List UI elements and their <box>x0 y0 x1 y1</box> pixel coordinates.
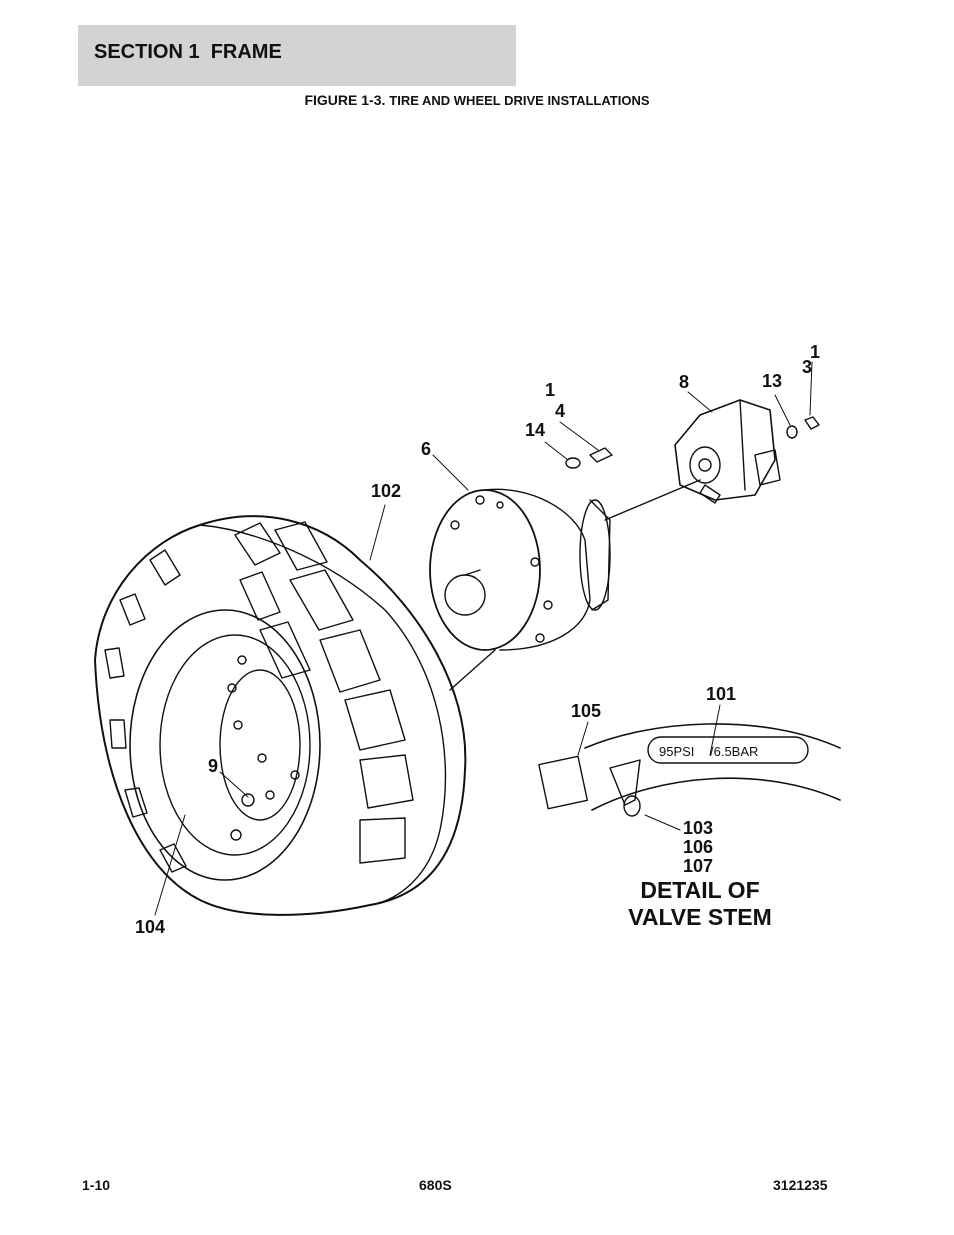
tire-illustration <box>94 515 467 916</box>
callout-101: 101 <box>706 684 736 704</box>
section-title: SECTION 1 FRAME <box>94 41 282 63</box>
washer-13 <box>786 425 798 439</box>
callout-14: 14 <box>525 420 545 440</box>
section-header: SECTION 1 FRAME <box>78 25 516 86</box>
callout-106: 106 <box>683 837 713 857</box>
footer-page-number: 1-10 <box>82 1177 111 1193</box>
callout-1-bolt: 1 <box>545 380 555 400</box>
callout-4: 4 <box>555 401 565 421</box>
rim-label-psi: 95PSI <box>659 744 694 759</box>
figure-number: FIGURE 1-3. <box>304 92 386 108</box>
callout-8: 8 <box>679 372 689 392</box>
callout-3: 3 <box>802 357 812 377</box>
rim-label-bar: /6.5BAR <box>710 744 758 759</box>
callout-13: 13 <box>762 371 782 391</box>
callout-104: 104 <box>135 917 165 937</box>
callout-9: 9 <box>208 756 218 776</box>
motor-illustration <box>674 399 781 504</box>
washer-14 <box>565 457 581 469</box>
leader-lines <box>154 361 813 916</box>
callout-1-top-right: 1 <box>810 342 820 362</box>
drive-hub-illustration <box>429 488 611 651</box>
valve-stem-detail <box>538 723 841 817</box>
nut-3 <box>804 416 820 430</box>
bolt-4 <box>589 447 613 463</box>
figure-title: FIGURE 1-3. TIRE AND WHEEL DRIVE INSTALL… <box>0 92 954 108</box>
callout-107: 107 <box>683 856 713 876</box>
callout-6: 6 <box>421 439 431 459</box>
callout-102: 102 <box>371 481 401 501</box>
callout-103: 103 <box>683 818 713 838</box>
footer-model: 680S <box>419 1177 452 1193</box>
footer-doc-number: 3121235 <box>773 1177 828 1193</box>
figure-caption: TIRE AND WHEEL DRIVE INSTALLATIONS <box>389 93 650 108</box>
detail-title-line2: VALVE STEM <box>628 904 772 930</box>
shaft-centerline <box>604 479 701 521</box>
callout-105: 105 <box>571 701 601 721</box>
detail-title-line1: DETAIL OF <box>640 877 759 903</box>
